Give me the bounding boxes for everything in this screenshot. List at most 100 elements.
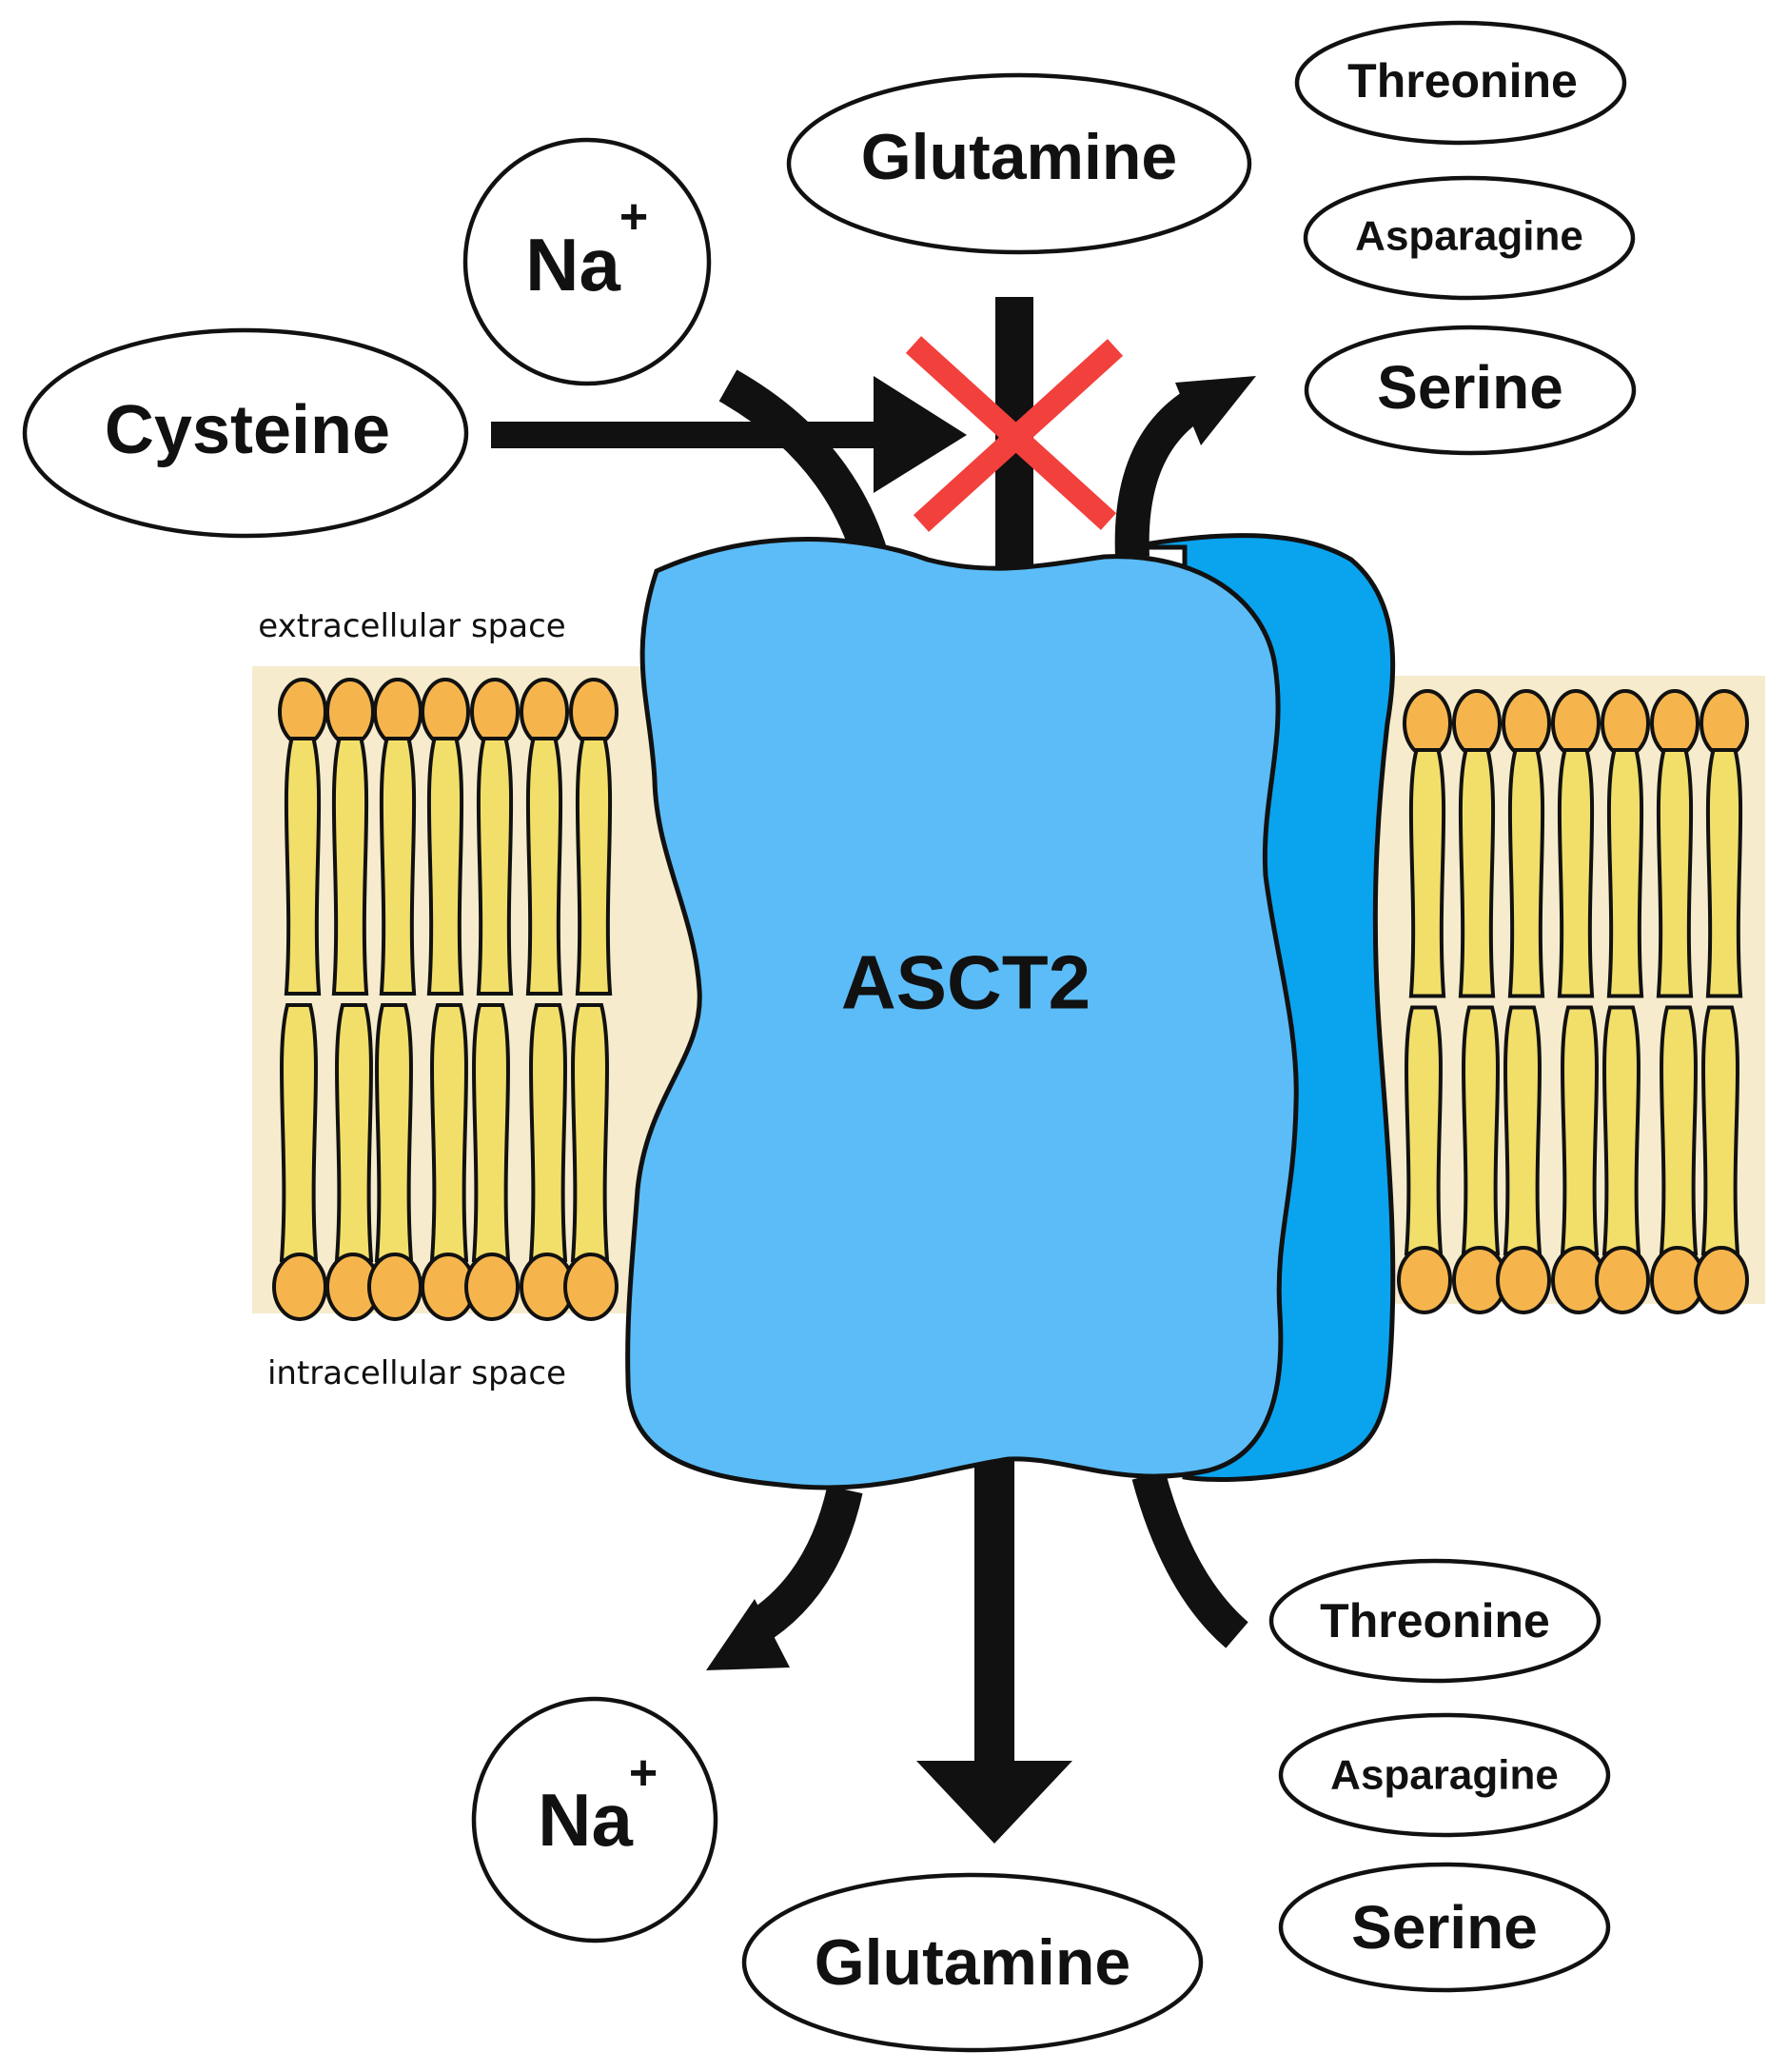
lipid-head-top-left bbox=[325, 678, 375, 746]
sodium-bottom-charge: + bbox=[629, 1746, 658, 1801]
amino-acid-exit-curve bbox=[1114, 389, 1205, 558]
lipid-tail-lower-right bbox=[1700, 1005, 1740, 1255]
amino-acid-entry-curve bbox=[1131, 1470, 1248, 1648]
lipid-tail-lower-left bbox=[334, 1003, 374, 1262]
lipid-tail-upper-left bbox=[426, 737, 464, 996]
lipid-tail-lower-left bbox=[429, 1003, 469, 1262]
lipid-tail-upper-right bbox=[1557, 748, 1595, 998]
molecule-serine-top: Serine bbox=[1304, 325, 1637, 456]
lipid-head-top-right bbox=[1551, 689, 1601, 758]
cysteine-arrowhead bbox=[874, 376, 967, 493]
molecule-sodium-bottom: Na + bbox=[471, 1696, 718, 1944]
lipid-tail-upper-left bbox=[379, 737, 417, 996]
serine-bottom-label: Serine bbox=[1351, 1893, 1538, 1962]
cysteine-label: Cysteine bbox=[105, 392, 390, 468]
lipid-tail-upper-right bbox=[1507, 748, 1545, 998]
sodium-bottom-symbol: Na bbox=[538, 1778, 633, 1862]
intracellular-arrows bbox=[706, 1428, 1248, 1844]
cysteine-oval bbox=[22, 327, 469, 539]
lipid-tail-upper-left bbox=[525, 737, 563, 996]
molecule-cysteine: Cysteine bbox=[22, 327, 469, 539]
molecule-sodium-top: Na + bbox=[462, 137, 712, 386]
cysteine-arrow-shaft bbox=[491, 422, 883, 448]
molecule-serine-bottom: Serine bbox=[1278, 1862, 1611, 1993]
asct2-front-face bbox=[625, 537, 1299, 1490]
lipid-tail-lower-left bbox=[471, 1003, 511, 1262]
molecule-asparagine-top: Asparagine bbox=[1303, 175, 1636, 301]
lipid-head-bottom-right bbox=[1595, 1246, 1650, 1314]
glutamine-top-label: Glutamine bbox=[861, 121, 1178, 193]
asparagine-bottom-label: Asparagine bbox=[1330, 1752, 1559, 1799]
serine-top-oval bbox=[1304, 325, 1637, 456]
lipid-tail-upper-right bbox=[1705, 748, 1743, 998]
lipid-head-bottom-left bbox=[563, 1253, 619, 1321]
serine-top-label: Serine bbox=[1377, 353, 1563, 422]
sodium-entry-curve bbox=[718, 369, 889, 562]
lipid-tail-upper-left bbox=[284, 737, 322, 996]
amino-acid-exit-arrowhead bbox=[1175, 376, 1256, 445]
lipid-tail-upper-right bbox=[1458, 748, 1496, 998]
lipid-tail-lower-right bbox=[1560, 1005, 1600, 1255]
lipid-head-bottom-left bbox=[464, 1253, 520, 1321]
threonine-bottom-oval bbox=[1268, 1558, 1601, 1684]
asparagine-top-oval bbox=[1303, 175, 1636, 301]
asparagine-top-label: Asparagine bbox=[1355, 213, 1583, 260]
lipid-heads-top-left bbox=[278, 678, 619, 746]
lipid-tail-lower-left bbox=[570, 1003, 610, 1262]
lipid-head-top-left bbox=[520, 678, 569, 746]
lipid-head-top-right bbox=[1650, 689, 1700, 758]
intracellular-space-label: intracellular space bbox=[267, 1354, 566, 1392]
lipid-tail-lower-right bbox=[1461, 1005, 1501, 1255]
asct2-transporter: ASCT2 bbox=[625, 533, 1396, 1490]
glutamine-release-arrowhead bbox=[916, 1761, 1072, 1844]
lipid-head-bottom-right bbox=[1397, 1246, 1452, 1314]
lipid-tails-right bbox=[1404, 748, 1743, 1255]
lipid-tail-lower-left bbox=[374, 1003, 414, 1262]
sodium-top-circle bbox=[462, 137, 712, 386]
threonine-bottom-label: Threonine bbox=[1320, 1594, 1550, 1648]
lipid-tail-upper-left bbox=[331, 737, 369, 996]
sodium-top-charge: + bbox=[619, 189, 648, 245]
lipid-tail-lower-right bbox=[1659, 1005, 1699, 1255]
sodium-release-curve bbox=[743, 1485, 863, 1646]
sodium-release-arrowhead bbox=[706, 1599, 790, 1670]
glutamine-top-oval bbox=[786, 72, 1252, 255]
lipid-tail-lower-left bbox=[279, 1003, 319, 1262]
molecule-glutamine-bottom: Glutamine bbox=[741, 1872, 1204, 2053]
lipid-tail-upper-right bbox=[1656, 748, 1694, 998]
lipid-tail-upper-right bbox=[1606, 748, 1644, 998]
molecule-asparagine-bottom: Asparagine bbox=[1278, 1712, 1611, 1838]
lipid-head-top-right bbox=[1700, 689, 1749, 758]
threonine-top-oval bbox=[1294, 20, 1627, 146]
asparagine-bottom-oval bbox=[1278, 1712, 1611, 1838]
lipid-head-top-right bbox=[1502, 689, 1551, 758]
sodium-top-symbol: Na bbox=[525, 223, 620, 306]
cross-mark-stroke-b bbox=[913, 339, 1124, 532]
lipid-head-top-left bbox=[470, 678, 520, 746]
molecule-threonine-top: Threonine bbox=[1294, 20, 1627, 146]
molecule-threonine-bottom: Threonine bbox=[1268, 1558, 1601, 1684]
molecule-glutamine-top: Glutamine bbox=[786, 72, 1252, 255]
cross-mark-icon bbox=[905, 336, 1124, 532]
lipid-head-bottom-right bbox=[1496, 1246, 1551, 1314]
extracellular-space-label: extracellular space bbox=[258, 607, 565, 645]
threonine-top-label: Threonine bbox=[1347, 54, 1578, 108]
membrane-left bbox=[252, 666, 709, 1321]
glutamine-bottom-oval bbox=[741, 1872, 1204, 2053]
lipid-tail-upper-right bbox=[1408, 748, 1446, 998]
serine-bottom-oval bbox=[1278, 1862, 1611, 1993]
lipid-head-top-right bbox=[1601, 689, 1650, 758]
lipid-tail-lower-right bbox=[1503, 1005, 1542, 1255]
lipid-head-bottom-left bbox=[272, 1253, 327, 1321]
lipid-head-bottom-right bbox=[1694, 1246, 1749, 1314]
lipid-head-top-right bbox=[1452, 689, 1502, 758]
lipid-tail-upper-left bbox=[476, 737, 514, 996]
glutamine-bottom-label: Glutamine bbox=[815, 1926, 1131, 1999]
lipid-tail-lower-right bbox=[1601, 1005, 1641, 1255]
asct2-label: ASCT2 bbox=[841, 940, 1090, 1025]
lipid-head-top-left bbox=[278, 678, 327, 746]
lipid-head-top-left bbox=[373, 678, 422, 746]
lipid-tails-left bbox=[279, 737, 613, 1262]
lipid-head-top-left bbox=[421, 678, 470, 746]
